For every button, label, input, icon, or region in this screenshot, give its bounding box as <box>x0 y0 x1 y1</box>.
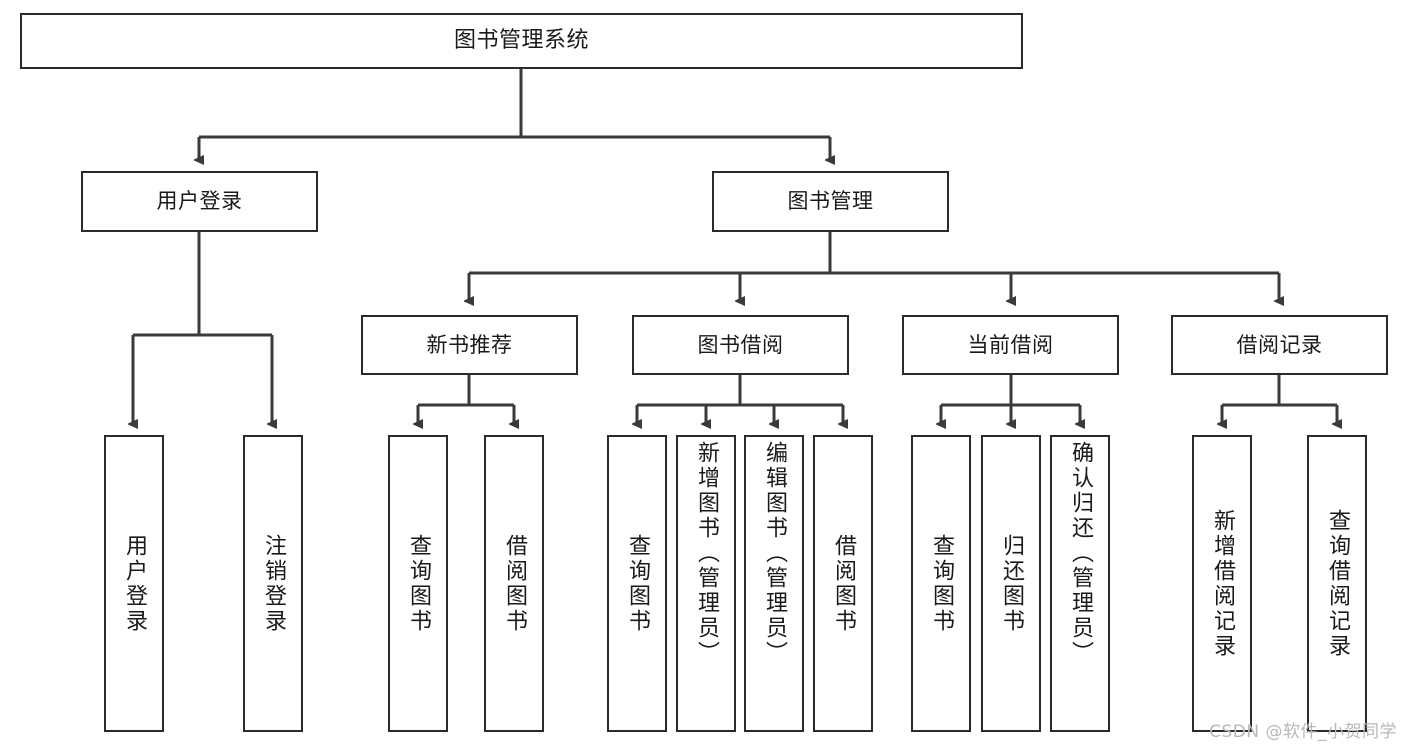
leaf-query-book-current[interactable]: 查询图书 <box>911 435 971 732</box>
leaf-return-book[interactable]: 归还图书 <box>981 435 1041 732</box>
leaf-add-borrow-record[interactable]: 新增借阅记录 <box>1192 435 1252 732</box>
node-label: 借阅图书 <box>831 533 856 634</box>
node-book-management[interactable]: 图书管理 <box>712 171 949 232</box>
node-label: 借阅记录 <box>1236 332 1323 357</box>
leaf-add-book-admin[interactable]: 新增图书（管理员） <box>676 435 736 732</box>
node-label: 查询图书 <box>929 533 954 634</box>
node-current-borrow[interactable]: 当前借阅 <box>902 315 1119 375</box>
node-borrow-record[interactable]: 借阅记录 <box>1171 315 1388 375</box>
node-root-system[interactable]: 图书管理系统 <box>20 13 1023 69</box>
node-new-book-recommend[interactable]: 新书推荐 <box>361 315 578 375</box>
node-label: 图书借阅 <box>697 332 784 357</box>
leaf-borrow-book[interactable]: 借阅图书 <box>813 435 873 732</box>
leaf-borrow-book-recommend[interactable]: 借阅图书 <box>484 435 544 732</box>
leaf-logout-login[interactable]: 注销登录 <box>243 435 303 732</box>
leaf-query-book-recommend[interactable]: 查询图书 <box>388 435 448 732</box>
leaf-query-borrow-record[interactable]: 查询借阅记录 <box>1307 435 1367 732</box>
node-book-borrow[interactable]: 图书借阅 <box>632 315 849 375</box>
node-label: 新增借阅记录 <box>1210 508 1235 659</box>
node-label: 查询图书 <box>625 533 650 634</box>
watermark: CSDN @软件_小贺同学 <box>1209 722 1397 742</box>
node-label: 用户登录 <box>122 533 147 634</box>
node-label: 新增图书（管理员） <box>694 441 719 666</box>
node-label: 图书管理系统 <box>453 28 589 54</box>
node-label: 借阅图书 <box>502 533 527 634</box>
node-label: 新书推荐 <box>426 332 513 357</box>
node-label: 确认归还（管理员） <box>1068 441 1093 666</box>
node-label: 查询借阅记录 <box>1325 508 1350 659</box>
node-label: 编辑图书（管理员） <box>762 441 787 666</box>
node-user-login[interactable]: 用户登录 <box>81 171 318 232</box>
leaf-edit-book-admin[interactable]: 编辑图书（管理员） <box>744 435 804 732</box>
leaf-user-login[interactable]: 用户登录 <box>104 435 164 732</box>
leaf-query-book-borrow[interactable]: 查询图书 <box>607 435 667 732</box>
node-label: 图书管理 <box>787 189 874 214</box>
node-label: 用户登录 <box>156 189 243 214</box>
node-label: 归还图书 <box>999 533 1024 634</box>
node-label: 注销登录 <box>261 533 286 634</box>
node-label: 查询图书 <box>406 533 431 634</box>
node-label: 当前借阅 <box>967 332 1054 357</box>
leaf-confirm-return-admin[interactable]: 确认归还（管理员） <box>1050 435 1110 732</box>
